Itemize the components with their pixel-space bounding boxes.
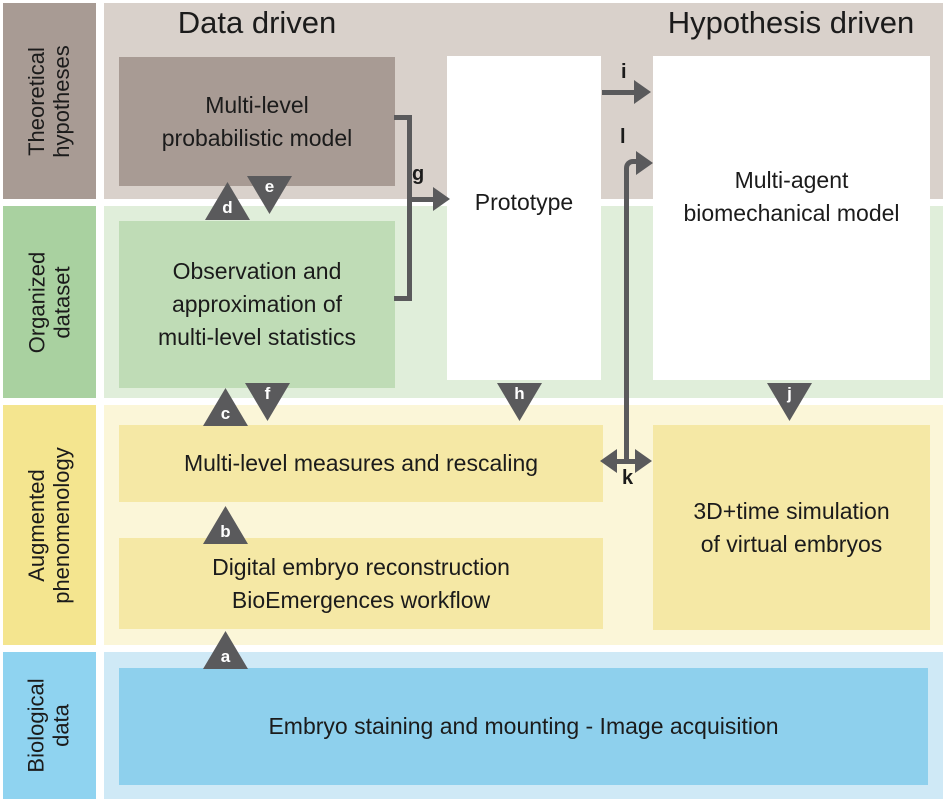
arrow-l-elbow [624,159,642,177]
arrow-k-line [612,459,646,464]
arrow-g-mid-line [407,197,435,202]
box-multilevel-measures-text: Multi-level measures and rescaling [183,450,539,476]
box-observation-statistics: Observation and approximation of multi-l… [119,221,395,388]
header-hypothesis-driven: Hypothesis driven [667,5,915,40]
arrow-g-bottom-stub [394,296,411,301]
arrow-d-triangle-up-icon: d [205,182,250,220]
box-prototype: Prototype [447,56,601,380]
arrow-g-label: g [412,163,425,185]
box-3d-time-simulation: 3D+time simulation of virtual embryos [653,425,930,630]
row-label-theoretical-hypotheses: Theoretical hypotheses [24,44,74,158]
arrow-k-label: k [622,467,634,489]
box-multilevel-probabilistic-model-text: Multi-level probabilistic model [161,91,353,151]
row-band-organized-dataset: Organized dataset [3,206,96,398]
arrow-k-arrowhead-left-icon [600,449,617,473]
box-observation-statistics-text: Observation and approximation of multi-l… [157,258,357,350]
arrow-b-triangle-up-icon: b [203,506,248,544]
arrow-j-label: j [787,384,792,403]
arrow-b-label: b [220,522,231,541]
arrow-l-arrowhead-right-icon [636,151,653,175]
arrow-g-top-stub [394,115,411,120]
row-band-biological-data: Biological data [3,652,96,799]
box-embryo-staining: Embryo staining and mounting - Image acq… [119,668,928,785]
arrow-e-triangle-down-icon: e [247,176,292,214]
box-multilevel-probabilistic-model: Multi-level probabilistic model [119,57,395,186]
arrow-j-triangle-down-icon: j [767,383,812,421]
arrow-f-label: f [264,384,271,403]
box-multi-agent-text: Multi-agent biomechanical model [683,167,900,226]
box-prototype-text: Prototype [474,189,574,215]
row-label-biological-data: Biological data [24,678,74,773]
arrow-g-vertical-line [407,115,412,301]
arrow-c-triangle-up-icon: c [203,388,248,426]
arrow-i-arrowhead-right-icon [634,80,651,104]
arrow-g-arrowhead-right-icon [433,187,450,211]
arrow-h-label: h [514,384,525,403]
box-3d-time-simulation-text: 3D+time simulation of virtual embryos [693,497,890,557]
row-label-organized-dataset: Organized dataset [24,251,74,353]
box-multi-agent-biomechanical-model: Multi-agent biomechanical model [653,56,930,380]
arrow-f-triangle-down-icon: f [245,383,290,421]
arrow-h-triangle-down-icon: h [497,383,542,421]
box-digital-embryo-reconstruction: Digital embryo reconstruction BioEmergen… [119,538,603,629]
box-embryo-staining-text: Embryo staining and mounting - Image acq… [268,713,779,739]
arrow-a-label: a [220,647,231,666]
box-digital-embryo-text: Digital embryo reconstruction BioEmergen… [212,553,510,613]
row-band-theoretical-hypotheses: Theoretical hypotheses [3,3,96,199]
arrow-d-label: d [222,198,233,217]
arrow-a-triangle-up-icon: a [203,631,248,669]
arrow-c-label: c [220,404,231,423]
header-data-driven: Data driven [177,5,337,40]
row-label-augmented-phenomenology: Augmented phenomenology [24,446,74,604]
arrow-i-line [602,90,636,95]
row-band-augmented-phenomenology: Augmented phenomenology [3,405,96,645]
arrow-l-vertical-line [624,172,629,460]
arrow-i-label: i [621,61,627,83]
box-multilevel-measures: Multi-level measures and rescaling [119,425,603,502]
arrow-k-arrowhead-right-icon [635,449,652,473]
arrow-l-label: l [620,126,626,148]
arrow-e-label: e [264,177,275,196]
